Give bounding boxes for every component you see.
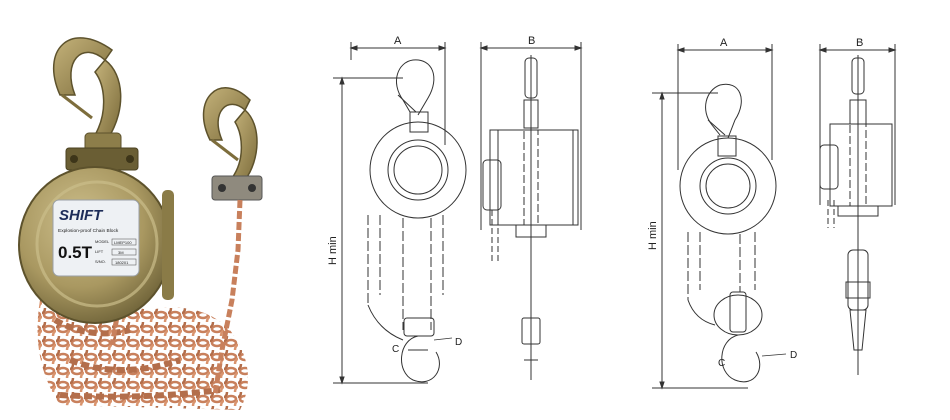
serial-label: S/NO.	[95, 259, 106, 264]
top-hook-photo	[53, 37, 139, 171]
dim-b-label: B	[528, 35, 535, 47]
brand-label: SHIFT	[59, 207, 104, 224]
dim-h-label: H min	[327, 236, 339, 265]
model-label: MODEL	[95, 239, 110, 244]
name-plate: SHIFT Explosion-proof Chain Block 0.5T M…	[52, 199, 140, 277]
dim-d-label: D	[790, 350, 797, 361]
dim-a-label: A	[720, 37, 728, 49]
drawing-double-hoist: A B H min C D	[647, 37, 897, 390]
lower-hook-photo	[202, 87, 263, 201]
dim-a-label: A	[394, 35, 402, 47]
dim-b-label: B	[856, 37, 863, 49]
capacity-label: 0.5T	[58, 243, 93, 262]
dim-d-label: D	[455, 337, 462, 348]
dim-c-label: C	[718, 358, 725, 369]
product-line-label: Explosion-proof Chain Block	[58, 228, 119, 234]
chain-block-photo: SHIFT Explosion-proof Chain Block 0.5T M…	[18, 37, 263, 410]
chain-pile	[37, 300, 248, 410]
dim-c-label: C	[392, 344, 399, 355]
dim-h-label: H min	[647, 221, 659, 250]
serial-value: 180201	[115, 260, 129, 265]
lift-value: 3M	[118, 250, 124, 255]
drawing-standard-hoist: A B H min C D	[327, 35, 583, 385]
model-value: LMEP100	[114, 240, 132, 245]
lift-label: LIFT	[95, 249, 104, 254]
